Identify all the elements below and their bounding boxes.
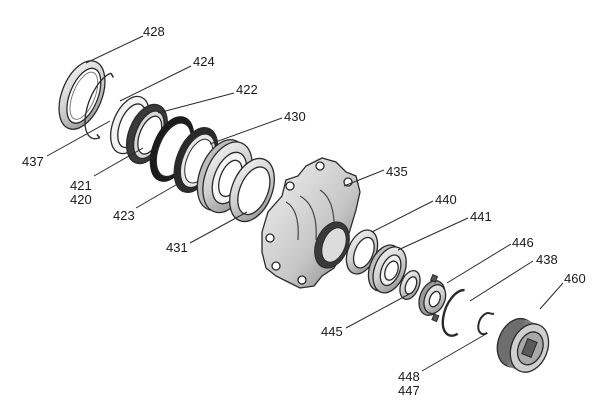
part-445-washer bbox=[399, 270, 421, 300]
part-446-nut bbox=[418, 273, 447, 323]
label-420: 420 bbox=[70, 192, 92, 207]
part-labels: 428 424 422 430 437 421 420 423 431 435 … bbox=[22, 24, 586, 398]
label-430: 430 bbox=[284, 109, 306, 124]
label-448: 448 bbox=[398, 369, 420, 384]
label-447: 447 bbox=[398, 383, 420, 398]
part-448-clip bbox=[477, 312, 494, 336]
label-440: 440 bbox=[435, 192, 457, 207]
part-437-snap-ring bbox=[84, 72, 115, 140]
part-435-hub bbox=[261, 157, 361, 289]
part-441-bearing bbox=[367, 244, 407, 294]
label-423: 423 bbox=[113, 208, 135, 223]
label-422: 422 bbox=[236, 82, 258, 97]
label-421: 421 bbox=[70, 178, 92, 193]
label-437: 437 bbox=[22, 154, 44, 169]
part-440-seal bbox=[345, 229, 379, 275]
part-438-snap-ring bbox=[441, 288, 465, 337]
label-435: 435 bbox=[386, 164, 408, 179]
leader-lines bbox=[46, 35, 564, 372]
label-424: 424 bbox=[193, 54, 215, 69]
label-431: 431 bbox=[166, 240, 188, 255]
label-446: 446 bbox=[512, 235, 534, 250]
part-431-seal bbox=[229, 157, 275, 223]
label-445: 445 bbox=[321, 324, 343, 339]
part-428-plate bbox=[58, 60, 106, 130]
label-428: 428 bbox=[143, 24, 165, 39]
label-441: 441 bbox=[470, 209, 492, 224]
label-460: 460 bbox=[564, 271, 586, 286]
label-438: 438 bbox=[536, 252, 558, 267]
part-460-hub-cap bbox=[496, 317, 550, 373]
